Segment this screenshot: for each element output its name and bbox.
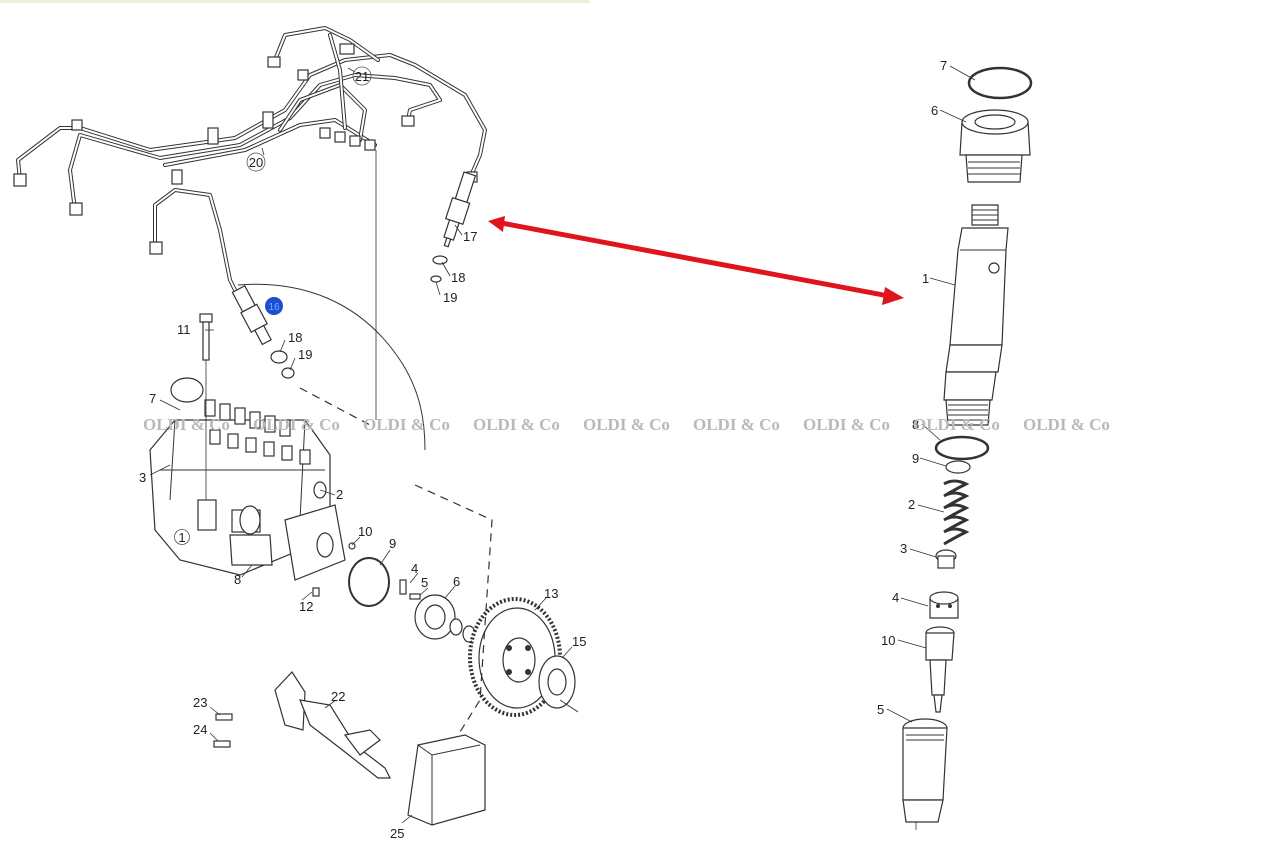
right-labels: 1 2 3 4 5 6 7 8 9 10	[877, 58, 947, 717]
label-l4: 4	[411, 561, 418, 576]
label-l16: 16	[268, 302, 280, 313]
label-l18a: 18	[451, 270, 465, 285]
label-l19a: 19	[443, 290, 457, 305]
label-r5: 5	[877, 702, 884, 717]
small-parts	[312, 542, 476, 643]
ring-8	[934, 435, 990, 461]
label-l9: 9	[389, 536, 396, 551]
watermark-text: OLDI & Co	[583, 415, 670, 434]
label-l10: 10	[358, 524, 372, 539]
label-r7: 7	[940, 58, 947, 73]
circlip-7	[967, 66, 1033, 100]
watermark-text: OLDI & Co	[693, 415, 780, 434]
nozzle-10	[925, 626, 955, 713]
label-r3: 3	[900, 541, 907, 556]
label-l3: 3	[139, 470, 146, 485]
right-injector-exploded: 1 2 3 4 5 6 7 8 9 10	[877, 58, 1033, 830]
highlight-marker	[265, 297, 283, 315]
washer-9	[945, 460, 971, 474]
label-l2: 2	[336, 487, 343, 502]
nut-6	[959, 109, 1031, 183]
plate-15	[538, 655, 579, 713]
watermark-row: OLDI & Co OLDI & Co OLDI & Co OLDI & Co …	[143, 415, 1110, 434]
intermediate-4	[929, 591, 959, 619]
label-r4: 4	[892, 590, 899, 605]
red-double-arrow	[491, 218, 899, 301]
label-l11: 11	[177, 322, 191, 337]
shim-3	[935, 549, 957, 569]
label-r2: 2	[908, 497, 915, 512]
left-labels: 1 2 3 4 5 6 7 8 9 10 11 12 13 15 16 17 1…	[139, 66, 586, 841]
watermark-text: OLDI & Co	[473, 415, 560, 434]
injector-17	[430, 171, 477, 283]
leader-lines	[149, 67, 573, 824]
left-exploded-diagram: 1 2 3 4 5 6 7 8 9 10 11 12 13 15 16 17 1…	[13, 26, 586, 841]
label-l22: 22	[331, 689, 345, 704]
watermark-text: OLDI & Co	[253, 415, 340, 434]
label-l5: 5	[421, 575, 428, 590]
right-leader-lines	[886, 65, 976, 723]
bracket-22	[213, 671, 391, 779]
label-l17: 17	[463, 229, 477, 244]
label-l20: 20	[249, 155, 263, 170]
label-l24: 24	[193, 722, 207, 737]
label-l23: 23	[193, 695, 207, 710]
label-r9: 9	[912, 451, 919, 466]
injection-pump	[149, 360, 346, 581]
top-strip	[0, 0, 590, 3]
label-l6: 6	[453, 574, 460, 589]
label-l19b: 19	[298, 347, 312, 362]
label-l12: 12	[299, 599, 313, 614]
label-l25: 25	[390, 826, 404, 841]
bolt-11	[199, 313, 213, 361]
nozzle-nut-5	[902, 718, 948, 830]
label-r10: 10	[881, 633, 895, 648]
label-l8: 8	[234, 572, 241, 587]
watermark-text: OLDI & Co	[803, 415, 890, 434]
watermark-text: OLDI & Co	[363, 415, 450, 434]
box-25	[407, 734, 486, 826]
injection-pipes	[13, 26, 487, 451]
label-l7: 7	[149, 391, 156, 406]
label-r8: 8	[912, 417, 919, 432]
label-l15: 15	[572, 634, 586, 649]
watermark-text: OLDI & Co	[1023, 415, 1110, 434]
injector-body-1	[943, 204, 1009, 426]
label-l21: 21	[355, 69, 369, 84]
label-l1: 1	[178, 530, 185, 545]
watermark-text: OLDI & Co	[143, 415, 230, 434]
label-l13: 13	[544, 586, 558, 601]
label-l18b: 18	[288, 330, 302, 345]
injector-16	[231, 284, 295, 379]
spring-2	[943, 479, 970, 546]
label-r6: 6	[931, 103, 938, 118]
label-r1: 1	[922, 271, 929, 286]
watermark-text: OLDI & Co	[913, 415, 1000, 434]
